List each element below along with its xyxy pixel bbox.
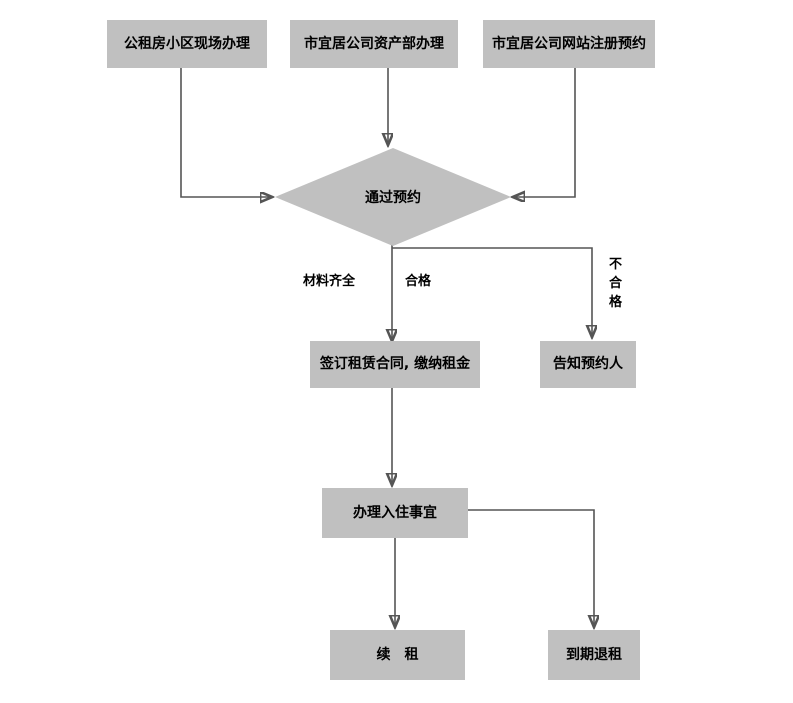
decision-label: 通过预约: [365, 190, 421, 206]
node-yiju-asset-dept[interactable]: 市宜居公司资产部办理: [290, 20, 458, 68]
node-label: 市宜居公司资产部办理: [304, 35, 444, 52]
node-label: 签订租赁合同, 缴纳租金: [319, 356, 471, 373]
node-label: 告知预约人: [553, 356, 623, 373]
edge-label-not-qualified: 不合格: [608, 257, 622, 310]
node-label: 市宜居公司网站注册预约: [492, 35, 646, 52]
node-move-in-procedures[interactable]: 办理入住事宜: [322, 488, 468, 538]
node-label: 到期退租: [566, 646, 622, 663]
node-label: 办理入住事宜: [353, 504, 437, 521]
edge-label-qualified: 合格: [405, 274, 432, 289]
node-label: 公租房小区现场办理: [124, 35, 250, 52]
node-public-housing-onsite[interactable]: 公租房小区现场办理: [107, 20, 267, 68]
decision-reservation-approved[interactable]: 通过预约: [275, 148, 511, 246]
node-expire-move-out[interactable]: 到期退租: [548, 630, 640, 680]
node-yiju-website-registration[interactable]: 市宜居公司网站注册预约: [483, 20, 655, 68]
edge-decision-to-n5: [392, 247, 592, 337]
edge-n6-to-n8: [468, 509, 594, 627]
node-sign-lease-pay-rent[interactable]: 签订租赁合同, 缴纳租金: [310, 341, 480, 388]
edge-label-materials-complete: 材料齐全: [303, 274, 356, 289]
edge-n1-to-decision: [180, 68, 272, 197]
edge-n3-to-decision: [513, 68, 576, 197]
node-renew-lease[interactable]: 续 租: [330, 630, 465, 680]
node-label: 续 租: [376, 646, 419, 663]
node-notify-applicant[interactable]: 告知预约人: [540, 341, 636, 388]
